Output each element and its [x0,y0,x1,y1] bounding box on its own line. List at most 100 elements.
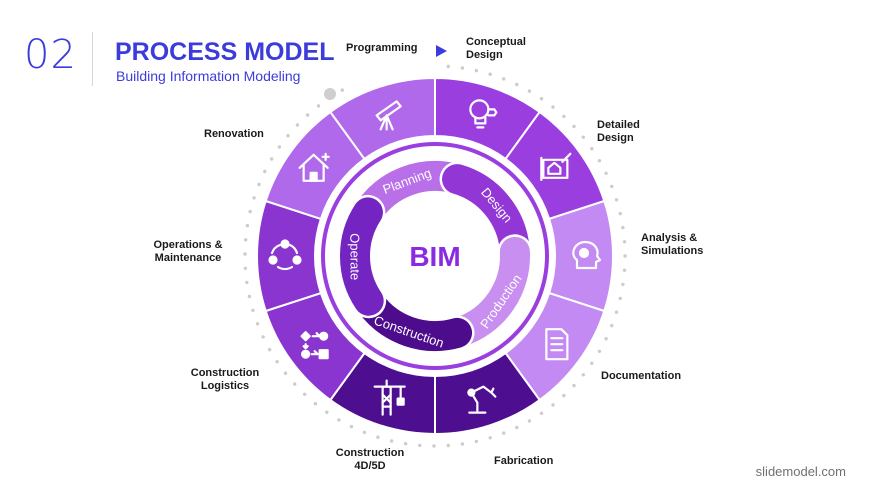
label-line: Logistics [200,380,250,392]
label-line: Analysis & [641,232,698,244]
label-line: Conceptual [466,36,526,48]
ring-dot [623,254,627,258]
ring-dot [295,123,300,127]
crane-icon [373,379,406,416]
ring-dot [316,104,321,108]
ring-dot [376,435,380,439]
stage-label-operate: Operate [347,233,362,280]
ring-dot [562,114,566,119]
lightbulb-icon [469,99,498,129]
ring-dot [622,268,627,272]
ring-dot [502,431,506,435]
ring-dot [446,443,450,448]
label-documentation: Documentation [601,370,681,383]
ring-dot [269,157,274,161]
ring-dot [515,82,519,87]
slide-number: 02 [24,32,77,78]
ring-dot [252,196,256,200]
dotted-ring [243,64,627,448]
ring-dot [488,436,492,440]
ring-dot [340,88,344,92]
ring-dot [305,113,310,117]
segment-icons [268,99,602,416]
blueprint-icon [540,152,572,181]
ring-dot [539,97,544,101]
ring-dot [502,77,506,81]
ring-dot [460,66,465,70]
ring-dot [313,402,318,406]
ring-dot [432,444,436,448]
ring-dot [251,308,255,312]
ring-dot [539,411,544,415]
ring-dot [248,209,252,214]
ring-dot [515,425,519,430]
stage-operate [340,197,384,316]
label-line: Construction [335,447,405,459]
ring-dot [257,182,261,187]
label-line: Construction [190,367,260,379]
ring-dot [245,223,250,228]
label-fabrication: Fabrication [494,455,553,468]
robot-arm-icon [467,385,497,414]
ring-dot [243,252,247,256]
ring-dot [349,424,354,429]
ring-dot [245,280,249,285]
head-analysis-icon [572,240,602,270]
ring-dot [277,145,282,149]
footer-credit: slidemodel.com [755,464,846,479]
slide-subtitle: Building Information Modeling [116,68,301,84]
label-line: 4D/5D [354,460,386,472]
ring-dot [618,296,622,301]
ring-dot [337,418,341,422]
ring-dot [261,335,265,339]
ring-dot [610,323,614,328]
ring-dot [474,439,479,444]
ring-dot [581,373,585,377]
ring-dot [621,225,625,230]
label-programming: Programming [346,42,418,55]
ring-dot [622,240,627,244]
ring-dot [488,72,492,76]
inner-stages: PlanningDesignProductionConstructionOper… [337,158,533,354]
ring-dot [562,393,566,398]
ring-dot [403,442,408,446]
ring-dot [618,211,622,216]
label-line: Design [597,132,634,144]
ring-dot [283,371,288,375]
ring-dot [621,282,625,287]
ring-dot [460,442,465,446]
ring-dot [614,198,619,202]
house-icon [298,152,330,182]
ring-dot [597,159,602,163]
label-line: Simulations [641,245,704,257]
ring-dot [267,347,272,352]
flow-icon [300,331,329,360]
ring-dot [572,124,576,129]
label-line: Maintenance [154,252,222,264]
ring-dot [446,64,450,69]
label-line: Design [466,49,503,61]
telescope-icon [375,100,402,131]
segment-operations-maintenance [256,199,323,313]
cycle-icon [268,239,302,271]
ring-dot [275,360,279,364]
ring-dot [614,310,619,314]
ring-dot [474,68,479,73]
label-operations-maintenance: Operations &Maintenance [143,239,233,265]
center-label: BIM [409,241,460,272]
ring-dot [590,361,594,365]
ring-dot [527,419,532,423]
document-icon [545,328,569,361]
ring-dot [293,382,297,386]
label-line: Fabrication [494,455,554,467]
ring-dot [597,349,602,353]
label-analysis-simulations: Analysis &Simulations [641,232,703,258]
label-line: Renovation [204,128,264,140]
center-circle [382,203,488,309]
ring-dot [418,443,422,448]
inner-ring-outline [321,142,549,370]
label-line: Detailed [597,119,640,131]
